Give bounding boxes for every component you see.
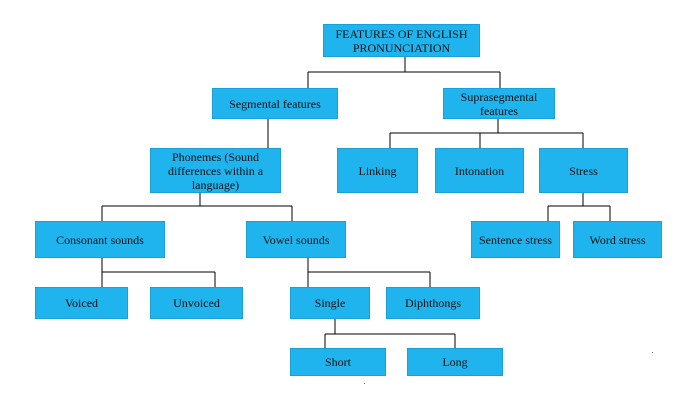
node-linking-label: Linking bbox=[358, 163, 397, 178]
node-voiced-label: Voiced bbox=[64, 296, 99, 310]
node-intonation-label: Intonation bbox=[454, 163, 505, 178]
node-vowel-sounds: Vowel sounds bbox=[246, 221, 346, 258]
node-unvoiced: Unvoiced bbox=[150, 287, 243, 319]
node-sentence-stress: Sentence stress bbox=[471, 221, 560, 258]
node-vowel-label: Vowel sounds bbox=[262, 232, 330, 247]
node-unvoiced-label: Unvoiced bbox=[173, 296, 220, 310]
node-word-stress: Word stress bbox=[573, 221, 662, 258]
stray-dot bbox=[364, 383, 365, 384]
node-linking: Linking bbox=[337, 148, 418, 193]
node-short: Short bbox=[290, 348, 386, 376]
node-intonation: Intonation bbox=[435, 148, 524, 193]
node-diphthongs: Diphthongs bbox=[386, 287, 480, 319]
node-single-label: Single bbox=[314, 296, 346, 310]
node-long: Long bbox=[407, 348, 503, 376]
node-long-label: Long bbox=[442, 355, 468, 369]
node-consonant-sounds: Consonant sounds bbox=[35, 221, 165, 258]
node-suprasegmental-label: Suprasegmental features bbox=[460, 89, 538, 118]
node-word-stress-label: Word stress bbox=[589, 232, 646, 247]
node-sentence-stress-label: Sentence stress bbox=[479, 232, 552, 247]
node-phonemes-label: Phonemes (Sound differences within a lan… bbox=[167, 149, 264, 192]
node-voiced: Voiced bbox=[35, 287, 128, 319]
node-consonant-label: Consonant sounds bbox=[56, 232, 144, 247]
node-stress: Stress bbox=[539, 148, 628, 193]
node-diphthongs-label: Diphthongs bbox=[404, 296, 461, 310]
node-stress-label: Stress bbox=[569, 163, 598, 178]
node-short-label: Short bbox=[324, 355, 351, 369]
node-single: Single bbox=[290, 287, 370, 319]
node-segmental-label: Segmental features bbox=[229, 96, 321, 111]
node-root: FEATURES OF ENGLISH PRONUNCIATION bbox=[323, 24, 480, 57]
node-segmental-features: Segmental features bbox=[212, 88, 338, 119]
node-phonemes: Phonemes (Sound differences within a lan… bbox=[150, 148, 281, 193]
stray-dot bbox=[652, 352, 653, 353]
node-suprasegmental-features: Suprasegmental features bbox=[443, 88, 555, 119]
node-root-label: FEATURES OF ENGLISH PRONUNCIATION bbox=[335, 26, 468, 55]
